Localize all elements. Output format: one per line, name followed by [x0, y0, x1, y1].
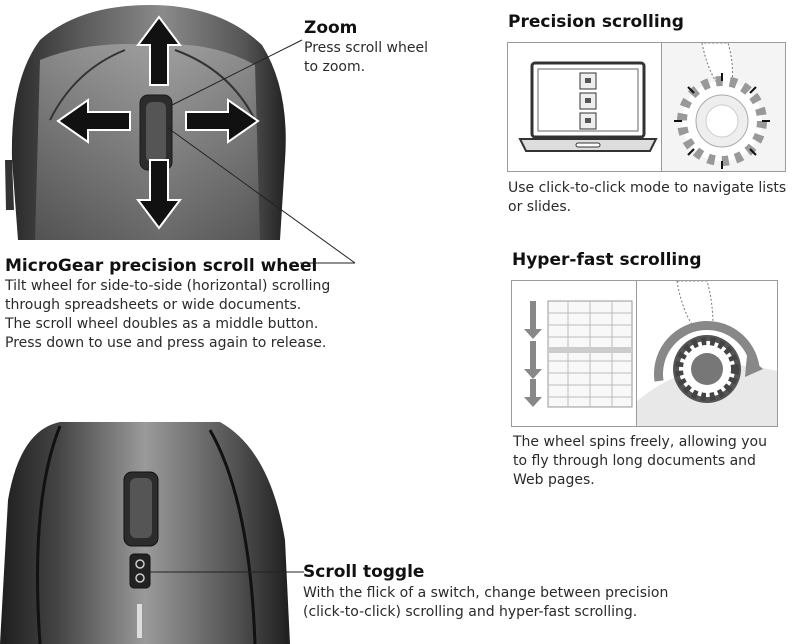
microgear-description: Tilt wheel for side-to-side (horizontal)…	[5, 277, 330, 353]
precision-divider	[661, 43, 662, 171]
microgear-line: Tilt wheel for side-to-side (horizontal)…	[5, 278, 331, 294]
microgear-title: MicroGear precision scroll wheel	[5, 256, 318, 276]
mouse-top-illustration	[0, 0, 300, 240]
hyperfast-caption: The wheel spins freely, allowing you to …	[513, 433, 767, 490]
microgear-line: through spreadsheets or wide documents.	[5, 297, 302, 313]
tilt-left-arrow-icon	[56, 98, 131, 144]
hyperfast-divider	[636, 281, 637, 426]
precision-caption-line: or slides.	[508, 199, 572, 215]
microgear-line: The scroll wheel doubles as a middle but…	[5, 316, 319, 332]
spreadsheet-scroll-icon	[524, 300, 633, 408]
hyperfast-panel	[511, 280, 778, 427]
scroll-toggle-description: With the flick of a switch, change betwe…	[303, 584, 668, 622]
callout-line-toggle	[148, 571, 304, 573]
laptop-icon	[518, 61, 658, 152]
callout-lines-top	[167, 39, 356, 264]
mouse-bottom-illustration	[0, 420, 300, 644]
precision-title: Precision scrolling	[508, 12, 684, 32]
zoom-title: Zoom	[304, 18, 358, 38]
scroll-toggle-title: Scroll toggle	[303, 562, 425, 582]
hyperfast-caption-line: The wheel spins freely, allowing you	[513, 434, 767, 450]
zoom-down-arrow-icon	[136, 159, 182, 230]
hyperfast-caption-line: to fly through long documents and	[513, 453, 756, 469]
precision-caption-line: Use click-to-click mode to navigate list…	[508, 180, 787, 196]
precision-wheel-icon	[662, 43, 785, 171]
tilt-right-arrow-icon	[185, 98, 260, 144]
hyperfast-title: Hyper-fast scrolling	[512, 250, 702, 270]
zoom-description: Press scroll wheel to zoom.	[304, 40, 428, 75]
scroll-toggle-line: With the flick of a switch, change betwe…	[303, 585, 669, 601]
scroll-toggle-line: (click-to-click) scrolling and hyper-fas…	[303, 604, 638, 620]
freespin-wheel-icon	[637, 281, 777, 426]
hyperfast-caption-line: Web pages.	[513, 472, 595, 488]
precision-panel	[507, 42, 786, 172]
precision-caption: Use click-to-click mode to navigate list…	[508, 179, 786, 217]
microgear-line: Press down to use and press again to rel…	[5, 335, 327, 351]
zoom-up-arrow-icon	[136, 15, 182, 86]
